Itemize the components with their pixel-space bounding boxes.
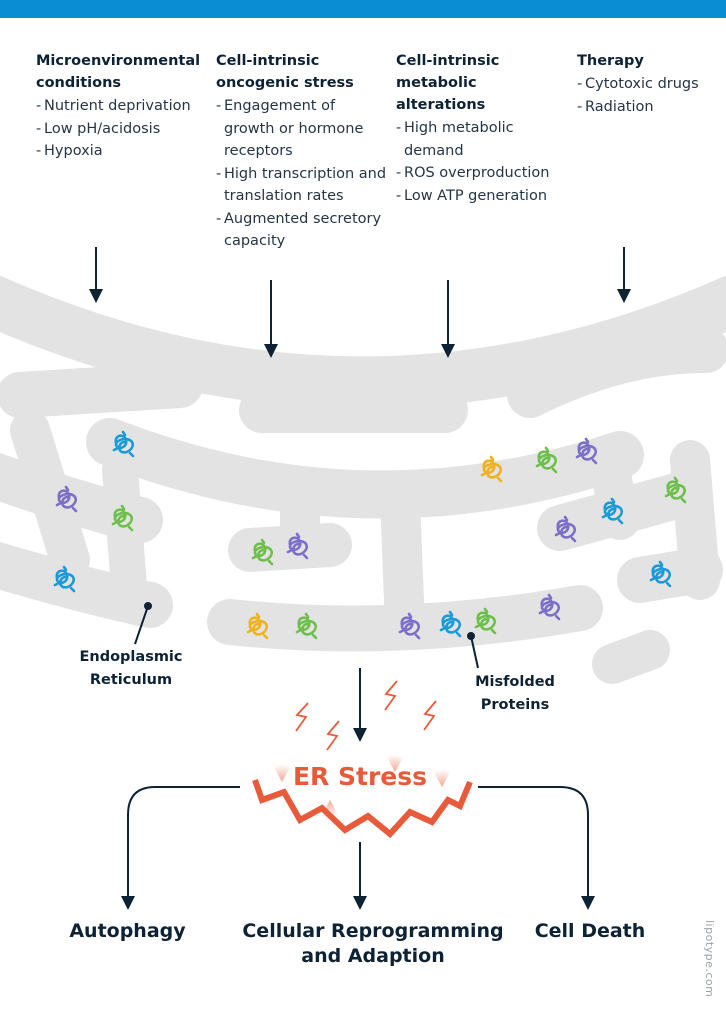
top-accent-bar: [0, 0, 726, 18]
list-item: -Radiation: [577, 98, 654, 115]
column-microenvironment: Microenvironmental conditions -Nutrient …: [36, 50, 211, 163]
list-item: -High transcription and translation rate…: [216, 165, 387, 205]
column-therapy: Therapy -Cytotoxic drugs -Radiation: [577, 50, 717, 118]
column-oncogenic-stress: Cell-intrinsic oncogenic stress -Engagem…: [216, 50, 388, 253]
column-heading: Cell-intrinsic oncogenic stress: [216, 53, 354, 91]
lightning-icons: [295, 680, 437, 751]
list-item: -Hypoxia: [36, 143, 103, 159]
list-item: -Cytotoxic drugs: [577, 76, 699, 92]
lightning-icon: [326, 720, 340, 751]
er-membranes: [0, 275, 726, 684]
lightning-icon: [423, 700, 437, 731]
misfolded-proteins-label: Misfolded Proteins: [475, 674, 555, 713]
stress-zigzag: [252, 779, 473, 839]
column-heading: Therapy: [577, 53, 644, 69]
list-item: -Low pH/acidosis: [36, 120, 161, 137]
column-heading: Microenvironmental conditions: [36, 53, 201, 91]
label-pointers: [134, 602, 479, 669]
outcome-autophagy: Autophagy: [69, 920, 186, 942]
list-item: -Nutrient deprivation: [36, 98, 191, 114]
input-arrows: [89, 247, 631, 358]
column-heading: Cell-intrinsic metabolic alterations: [396, 53, 500, 113]
credit-text: lipotype.com: [703, 920, 716, 998]
output-arrows: [121, 786, 595, 910]
outcome-reprogramming: Cellular Reprogramming and Adaption: [242, 920, 504, 967]
list-item: -Low ATP generation: [396, 187, 548, 204]
er-stress-label: ER Stress: [292, 762, 428, 791]
er-label: Endoplasmic Reticulum: [79, 649, 183, 688]
list-item: -Augmented secretory capacity: [216, 210, 382, 250]
stress-glow: [270, 750, 454, 822]
lightning-icon: [295, 702, 309, 732]
column-metabolic-alterations: Cell-intrinsic metabolic alterations -Hi…: [396, 50, 564, 207]
lightning-icon: [384, 680, 398, 711]
list-item: -High metabolic demand: [396, 120, 514, 159]
list-item: -ROS overproduction: [396, 165, 550, 181]
outcome-cell-death: Cell Death: [534, 920, 646, 942]
list-item: -Engagement of growth or hormone recepto…: [216, 98, 364, 159]
